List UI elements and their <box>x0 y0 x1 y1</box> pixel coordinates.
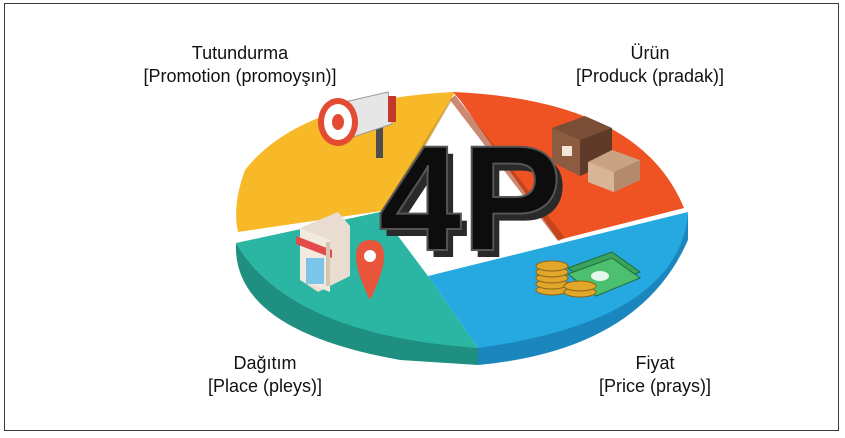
store-location-icon <box>296 212 384 300</box>
segment-promotion <box>236 92 455 232</box>
megaphone-icon <box>318 91 396 158</box>
center-gap <box>388 100 558 276</box>
label-promotion: Tutundurma [Promotion (promoyşın)] <box>100 42 380 88</box>
boxes-icon <box>552 116 640 192</box>
promotion-subtitle: [Promotion (promoyşın)] <box>143 66 337 86</box>
price-title: Fiyat <box>635 353 675 373</box>
product-title: Ürün <box>630 43 670 63</box>
label-product: Ürün [Produck (pradak)] <box>520 42 780 88</box>
money-icon <box>535 251 642 298</box>
center-4p-text: 4P 4P <box>377 113 567 289</box>
promotion-title: Tutundurma <box>191 43 289 63</box>
place-subtitle: [Place (pleys)] <box>207 376 323 396</box>
product-subtitle: [Produck (pradak)] <box>575 66 725 86</box>
price-subtitle: [Price (prays)] <box>598 376 712 396</box>
label-place: Dağıtım [Place (pleys)] <box>150 352 380 398</box>
place-title: Dağıtım <box>233 353 297 373</box>
segment-place <box>236 212 478 348</box>
svg-text:4P: 4P <box>384 121 567 289</box>
svg-text:4P: 4P <box>378 114 561 282</box>
label-price: Fiyat [Price (prays)] <box>540 352 770 398</box>
